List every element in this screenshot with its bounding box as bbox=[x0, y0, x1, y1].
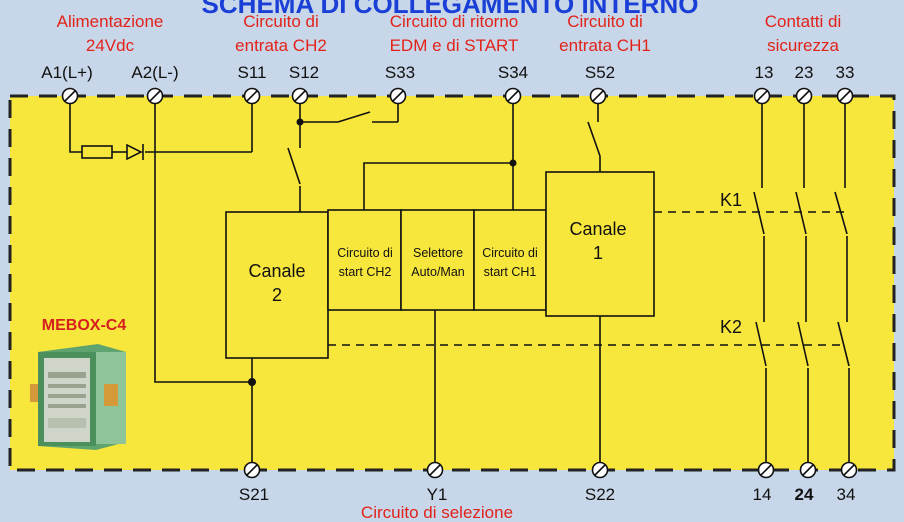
screw-terminal-icon bbox=[504, 87, 522, 105]
block-selettore bbox=[400, 209, 475, 311]
selettore-label: Selettore bbox=[413, 246, 463, 260]
screw-terminal-icon bbox=[589, 87, 607, 105]
junction-dot bbox=[248, 378, 256, 386]
label-alimentazione-24vdc: 24Vdc bbox=[86, 36, 135, 55]
terminal-label-s11: S11 bbox=[238, 63, 267, 82]
terminal-label-s52: S52 bbox=[585, 63, 615, 82]
label-ritorno-edm: Circuito di ritorno bbox=[390, 12, 519, 31]
terminal-label-s12: S12 bbox=[289, 63, 319, 82]
label-ritorno-edm-2: EDM e di START bbox=[390, 36, 519, 55]
selettore-label-2: Auto/Man bbox=[411, 265, 465, 279]
label-entrata-ch2: Circuito di bbox=[243, 12, 319, 31]
relay-coupling bbox=[328, 211, 846, 346]
terminal-label-s34: S34 bbox=[498, 63, 528, 82]
label-alimentazione: Alimentazione bbox=[57, 12, 164, 31]
junction-dot bbox=[296, 118, 304, 126]
terminal-label-s22: S22 bbox=[585, 485, 615, 504]
start-ch2-label: Circuito di bbox=[337, 246, 393, 260]
terminal-label-s33: S33 bbox=[385, 63, 415, 82]
screw-terminal-icon bbox=[243, 87, 261, 105]
relay-k1-label: K1 bbox=[720, 190, 742, 210]
diode bbox=[126, 143, 143, 161]
label-entrata-ch1: Circuito di bbox=[567, 12, 643, 31]
screw-terminal-icon bbox=[146, 87, 164, 105]
screw-terminal-icon bbox=[591, 461, 609, 479]
diagram-title: SCHEMA DI COLLEGAMENTO INTERNO bbox=[202, 0, 699, 19]
terminal-label-a1: A1(L+) bbox=[41, 63, 93, 82]
terminal-label-24: 24 bbox=[795, 485, 814, 504]
screw-terminal-icon bbox=[426, 461, 444, 479]
product-image bbox=[30, 344, 126, 450]
screw-terminal-icon bbox=[61, 87, 79, 105]
label-entrata-ch2-2: entrata CH2 bbox=[235, 36, 327, 55]
screw-terminal-icon bbox=[753, 87, 771, 105]
start-ch1-label: Circuito di bbox=[482, 246, 538, 260]
terminal-label-13: 13 bbox=[755, 63, 774, 82]
screw-terminal-icon bbox=[757, 461, 775, 479]
label-circuito-selezione: Circuito di selezione bbox=[361, 503, 513, 522]
canale-1-number: 1 bbox=[593, 243, 603, 263]
screw-terminal-icon bbox=[795, 87, 813, 105]
screw-terminal-icon bbox=[243, 461, 261, 479]
canale-2-number: 2 bbox=[272, 285, 282, 305]
terminal-label-14: 14 bbox=[753, 485, 772, 504]
terminal-label-s21: S21 bbox=[239, 485, 269, 504]
panel-dashed-border bbox=[8, 94, 896, 472]
canale-1-label: Canale bbox=[569, 219, 626, 239]
screw-terminal-icon bbox=[799, 461, 817, 479]
terminal-label-33: 33 bbox=[836, 63, 855, 82]
label-contatti-sicurezza: Contatti di bbox=[765, 12, 842, 31]
fuse bbox=[81, 145, 113, 159]
label-entrata-ch1-2: entrata CH1 bbox=[559, 36, 651, 55]
start-ch2-label-2: start CH2 bbox=[339, 265, 392, 279]
screw-terminal-icon bbox=[389, 87, 407, 105]
block-canale-1 bbox=[545, 171, 655, 317]
block-start-ch2 bbox=[327, 209, 402, 311]
relay-k2-label: K2 bbox=[720, 317, 742, 337]
terminal-label-y1: Y1 bbox=[427, 485, 448, 504]
screw-terminal-icon bbox=[840, 461, 858, 479]
canale-2-label: Canale bbox=[248, 261, 305, 281]
start-ch1-label-2: start CH1 bbox=[484, 265, 537, 279]
screw-terminal-icon bbox=[291, 87, 309, 105]
label-contatti-sicurezza-2: sicurezza bbox=[767, 36, 839, 55]
terminal-label-23: 23 bbox=[795, 63, 814, 82]
block-start-ch1 bbox=[473, 209, 547, 311]
screw-terminal-icon bbox=[836, 87, 854, 105]
terminal-label-a2: A2(L-) bbox=[131, 63, 178, 82]
product-name: MEBOX-C4 bbox=[42, 317, 127, 334]
terminal-label-34: 34 bbox=[837, 485, 856, 504]
junction-dot bbox=[509, 159, 517, 167]
block-canale-2 bbox=[225, 211, 329, 359]
